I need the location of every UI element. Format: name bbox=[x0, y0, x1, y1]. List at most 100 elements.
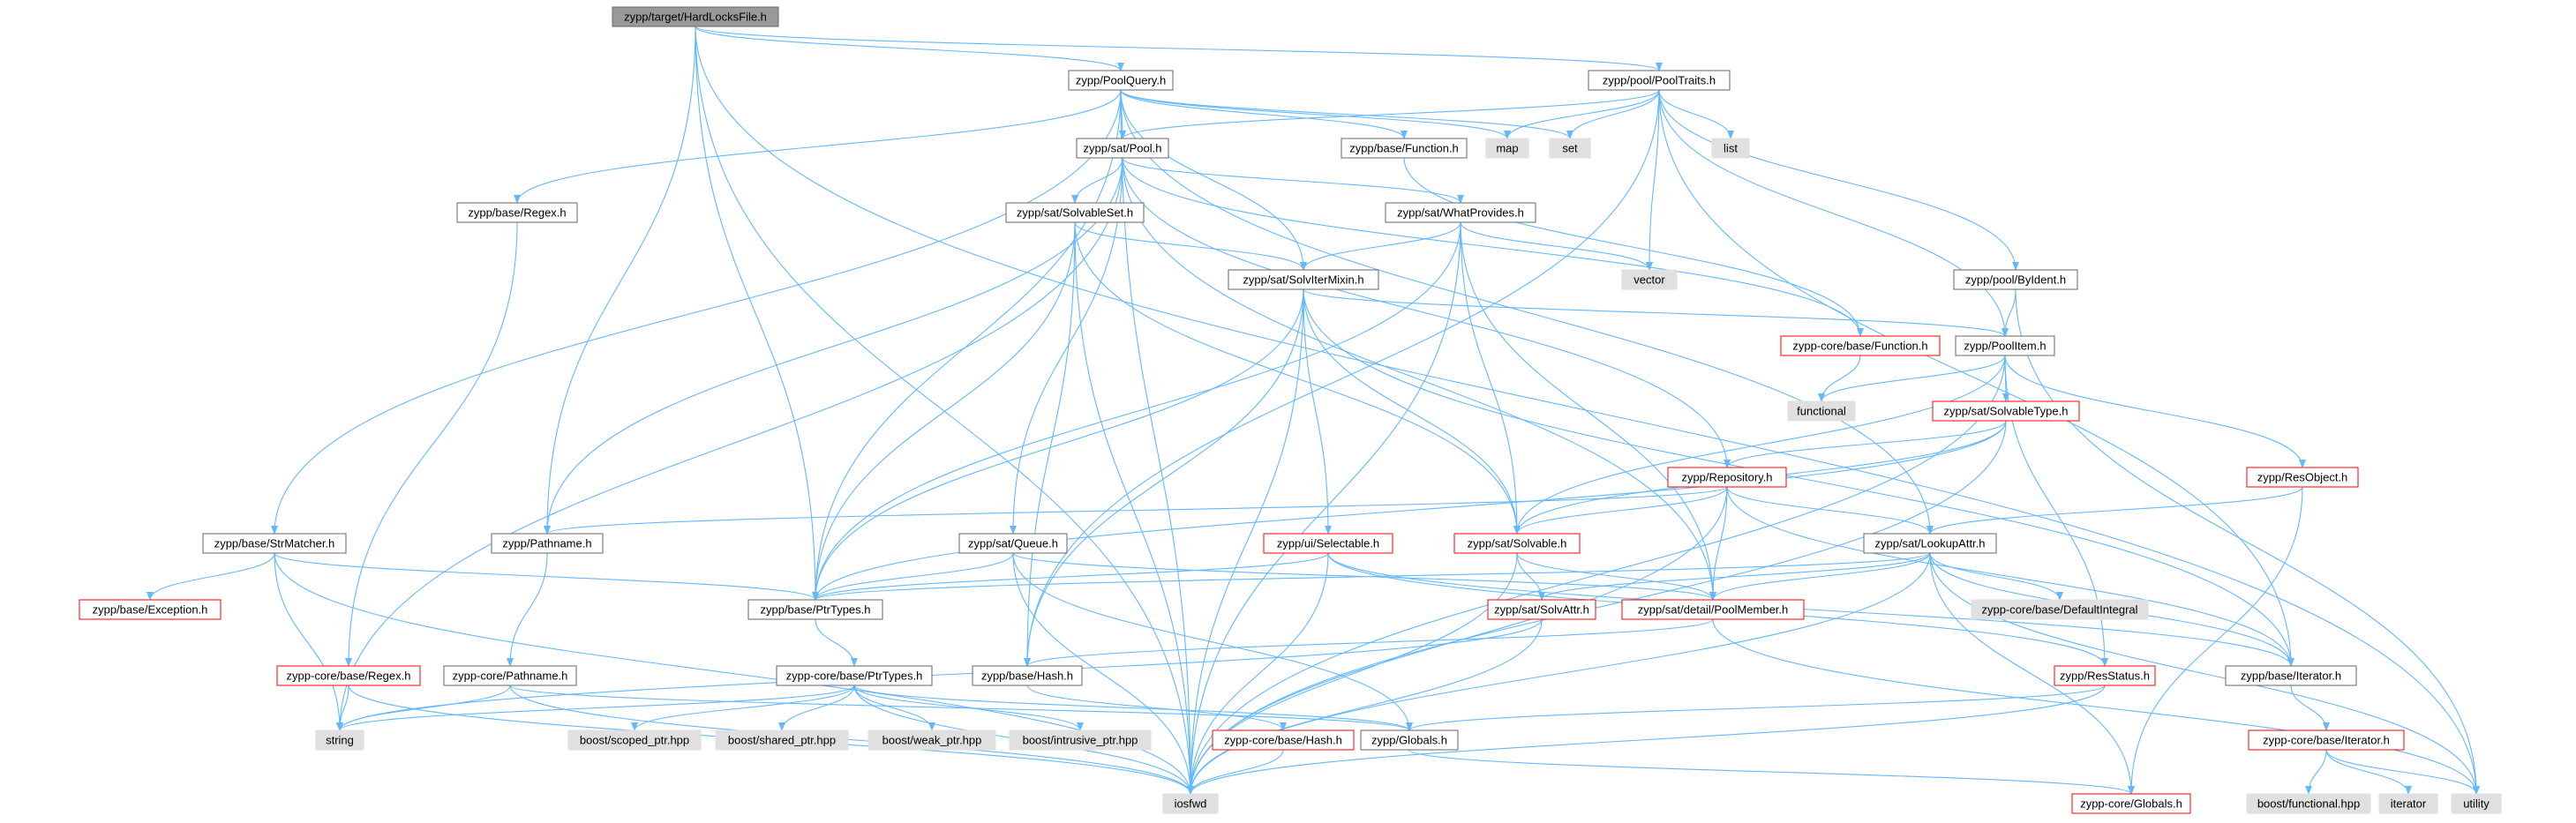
edge-whatprovides-to-solvitermixin bbox=[1300, 221, 1461, 271]
node-byident[interactable]: zypp/pool/ByIdent.h bbox=[1953, 269, 2078, 290]
edge-poolquery-to-lookupattr bbox=[1120, 89, 1934, 535]
node-lookupattr[interactable]: zypp/sat/LookupAttr.h bbox=[1863, 533, 1997, 554]
node-box-basefunction bbox=[1341, 138, 1468, 159]
node-label-solvableset: zypp/sat/SolvableSet.h bbox=[1017, 206, 1133, 219]
node-box-list bbox=[1711, 138, 1750, 159]
node-solvabletype[interactable]: zypp/sat/SolvableType.h bbox=[1932, 400, 2080, 422]
node-resobject[interactable]: zypp/ResObject.h bbox=[2246, 467, 2359, 488]
node-box-basehash bbox=[972, 665, 1083, 686]
node-box-baseregex bbox=[456, 202, 578, 223]
node-coreregex[interactable]: zypp-core/base/Regex.h bbox=[276, 665, 421, 686]
node-solvitermixin[interactable]: zypp/sat/SolvIterMixin.h bbox=[1228, 269, 1379, 290]
node-label-sharedptr: boost/shared_ptr.hpp bbox=[728, 733, 836, 746]
node-label-solvattr: zypp/sat/SolvAttr.h bbox=[1494, 602, 1589, 616]
node-label-poolitem: zypp/PoolItem.h bbox=[1964, 339, 2046, 352]
node-box-weakptr bbox=[867, 729, 996, 751]
node-repository[interactable]: zypp/Repository.h bbox=[1667, 467, 1787, 488]
edge-lookupattr-to-coreglobals bbox=[1929, 552, 2135, 795]
node-basehash[interactable]: zypp/base/Hash.h bbox=[972, 665, 1083, 686]
node-box-selectable bbox=[1263, 533, 1393, 554]
node-pooltraits[interactable]: zypp/pool/PoolTraits.h bbox=[1588, 70, 1731, 91]
edge-corepathname-to-iosfwd bbox=[509, 685, 1194, 795]
node-label-scopedptr: boost/scoped_ptr.hpp bbox=[580, 733, 689, 746]
node-solvable[interactable]: zypp/sat/Solvable.h bbox=[1453, 533, 1581, 554]
node-box-solvable bbox=[1453, 533, 1581, 554]
node-label-corehash: zypp-core/base/Hash.h bbox=[1224, 733, 1342, 746]
node-solvattr[interactable]: zypp/sat/SolvAttr.h bbox=[1487, 599, 1596, 620]
node-poolquery[interactable]: zypp/PoolQuery.h bbox=[1068, 70, 1174, 91]
edge-repository-to-baseiterator bbox=[1726, 486, 2294, 667]
edge-coreiterator-to-utility bbox=[2325, 749, 2480, 795]
node-resstatus[interactable]: zypp/ResStatus.h bbox=[2054, 665, 2156, 686]
node-label-solvitermixin: zypp/sat/SolvIterMixin.h bbox=[1243, 273, 1363, 286]
node-label-intrusiveptr: boost/intrusive_ptr.hpp bbox=[1023, 733, 1138, 746]
node-sharedptr: boost/shared_ptr.hpp bbox=[715, 729, 849, 751]
node-defaultintegral: zypp-core/base/DefaultIntegral bbox=[1971, 599, 2149, 620]
edge-solvable-to-solvattr bbox=[1516, 552, 1545, 601]
node-solvableset[interactable]: zypp/sat/SolvableSet.h bbox=[1005, 202, 1145, 223]
node-box-coreregex bbox=[276, 665, 421, 686]
node-satpool[interactable]: zypp/sat/Pool.h bbox=[1076, 138, 1169, 159]
node-label-poolquery: zypp/PoolQuery.h bbox=[1076, 73, 1166, 86]
node-label-boostfunctional: boost/functional.hpp bbox=[2257, 797, 2360, 810]
edge-root-to-iosfwd bbox=[695, 26, 1194, 795]
node-poolmember[interactable]: zypp/sat/detail/PoolMember.h bbox=[1621, 599, 1805, 620]
node-corepathname[interactable]: zypp-core/Pathname.h bbox=[443, 665, 577, 686]
edge-poolquery-to-map bbox=[1120, 89, 1511, 139]
node-root[interactable]: zypp/target/HardLocksFile.h bbox=[612, 6, 779, 27]
node-label-solvable: zypp/sat/Solvable.h bbox=[1468, 536, 1567, 550]
node-label-satpool: zypp/sat/Pool.h bbox=[1084, 141, 1162, 154]
edge-pathname-to-corepathname bbox=[507, 552, 548, 667]
node-box-satqueue bbox=[958, 533, 1068, 554]
edge-coreptrtypes-to-intrusiveptr bbox=[853, 685, 1084, 731]
node-label-strmatcher: zypp/base/StrMatcher.h bbox=[214, 536, 335, 550]
edge-satpool-to-whatprovides bbox=[1122, 157, 1464, 204]
edge-satpool-to-satqueue bbox=[1010, 157, 1123, 535]
node-box-utility bbox=[2451, 793, 2502, 814]
edge-satpool-to-solvableset bbox=[1071, 157, 1123, 204]
node-box-defaultintegral bbox=[1971, 599, 2149, 620]
edge-satpool-to-corefunction bbox=[1122, 157, 1864, 337]
node-corehash[interactable]: zypp-core/base/Hash.h bbox=[1212, 729, 1355, 751]
node-label-ptrtypes: zypp/base/PtrTypes.h bbox=[760, 602, 870, 616]
edge-satpool-to-pathname bbox=[544, 157, 1123, 535]
edge-repository-to-pathname bbox=[544, 486, 1728, 535]
node-basefunction[interactable]: zypp/base/Function.h bbox=[1341, 138, 1468, 159]
node-corefunction[interactable]: zypp-core/base/Function.h bbox=[1780, 335, 1941, 356]
node-functional: functional bbox=[1787, 400, 1856, 422]
edge-pooltraits-to-poolitem bbox=[1658, 89, 2009, 337]
edge-solvableset-to-solvitermixin bbox=[1074, 221, 1307, 271]
node-baseexception[interactable]: zypp/base/Exception.h bbox=[79, 599, 222, 620]
node-coreglobals[interactable]: zypp-core/Globals.h bbox=[2071, 793, 2191, 814]
edge-corepathname-to-globals bbox=[509, 685, 1413, 731]
node-box-ptrtypes bbox=[747, 599, 883, 620]
node-label-defaultintegral: zypp-core/base/DefaultIntegral bbox=[1981, 602, 2137, 616]
edge-solvableset-to-basehash bbox=[1024, 221, 1076, 667]
node-whatprovides[interactable]: zypp/sat/WhatProvides.h bbox=[1385, 202, 1536, 223]
edge-pooltraits-to-basehash bbox=[1024, 89, 1660, 667]
node-baseiterator[interactable]: zypp/base/Iterator.h bbox=[2225, 665, 2357, 686]
node-poolitem[interactable]: zypp/PoolItem.h bbox=[1955, 335, 2055, 356]
edge-pooltraits-to-list bbox=[1658, 89, 1734, 139]
node-baseregex[interactable]: zypp/base/Regex.h bbox=[456, 202, 578, 223]
node-satqueue[interactable]: zypp/sat/Queue.h bbox=[958, 533, 1068, 554]
edge-whatprovides-to-iosfwd bbox=[1187, 221, 1461, 795]
node-box-poolitem bbox=[1955, 335, 2055, 356]
node-strmatcher[interactable]: zypp/base/StrMatcher.h bbox=[202, 533, 347, 554]
node-ptrtypes[interactable]: zypp/base/PtrTypes.h bbox=[747, 599, 883, 620]
edge-root-to-pathname bbox=[544, 26, 696, 535]
node-coreiterator[interactable]: zypp-core/base/Iterator.h bbox=[2248, 729, 2405, 751]
node-label-iterator: iterator bbox=[2391, 797, 2427, 810]
node-label-coreiterator: zypp-core/base/Iterator.h bbox=[2263, 733, 2390, 746]
node-coreptrtypes[interactable]: zypp-core/base/PtrTypes.h bbox=[776, 665, 933, 686]
node-box-solvableset bbox=[1005, 202, 1145, 223]
edge-coreptrtypes-to-globals bbox=[853, 685, 1413, 731]
node-label-coreglobals: zypp-core/Globals.h bbox=[2080, 797, 2182, 810]
node-pathname[interactable]: zypp/Pathname.h bbox=[491, 533, 604, 554]
node-selectable[interactable]: zypp/ui/Selectable.h bbox=[1263, 533, 1393, 554]
node-globals[interactable]: zypp/Globals.h bbox=[1360, 729, 1459, 751]
edge-lookupattr-to-iosfwd bbox=[1187, 552, 1931, 795]
node-box-lookupattr bbox=[1863, 533, 1997, 554]
node-boostfunctional: boost/functional.hpp bbox=[2246, 793, 2371, 814]
edge-lookupattr-to-poolmember bbox=[1709, 552, 1931, 601]
